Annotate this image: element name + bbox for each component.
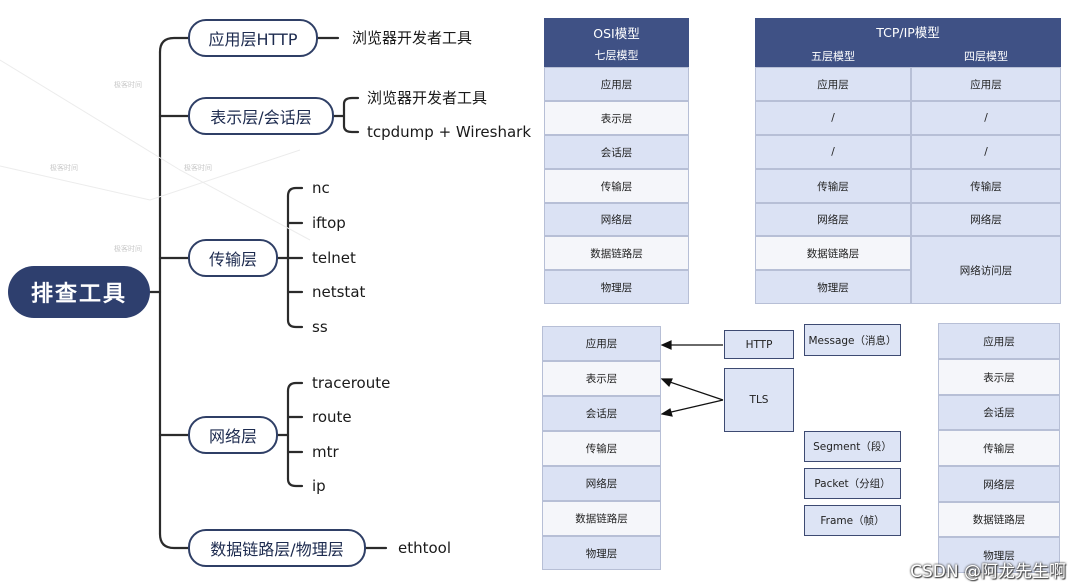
osi-row: 应用层 — [544, 67, 689, 101]
tcpip-five-row: 物理层 — [755, 270, 911, 304]
tool-browser-devtools: 浏览器开发者工具 — [352, 29, 473, 47]
tcpip-col1-header: 五层模型 — [755, 45, 911, 67]
tool-tcpdump-wireshark: tcpdump + Wireshark — [367, 123, 532, 141]
osi-title: OSI模型 — [593, 25, 640, 41]
osi-header: OSI模型 七层模型 — [544, 18, 689, 67]
map-right-layer: 传输层 — [938, 430, 1060, 466]
tcpip-four-row: 网络访问层 — [911, 236, 1061, 304]
csdn-credit: CSDN @阿龙先生啊 — [910, 562, 1066, 582]
osi-row: 数据链路层 — [544, 236, 689, 270]
frame-box: Frame（帧） — [804, 505, 901, 536]
map-right-layer: 网络层 — [938, 466, 1060, 502]
map-right-layer: 物理层 — [938, 537, 1060, 573]
map-left-layer: 会话层 — [542, 396, 661, 431]
osi-subtitle: 七层模型 — [594, 48, 639, 62]
tcpip-five-row: 数据链路层 — [755, 236, 911, 270]
map-left-layer: 传输层 — [542, 431, 661, 466]
branch-presentation-session: 表示层/会话层 — [188, 97, 334, 135]
tool-ethtool: ethtool — [398, 539, 452, 557]
tool-netstat: netstat — [312, 283, 366, 301]
map-left-layer: 应用层 — [542, 326, 661, 361]
mindmap-root: 排查工具 — [8, 266, 150, 318]
tcpip-five-row: / — [755, 135, 911, 169]
tcpip-col2-header: 四层模型 — [911, 45, 1061, 67]
tls-box: TLS — [724, 368, 794, 432]
watermark: 极客时间 — [114, 245, 142, 253]
branch-transport: 传输层 — [188, 239, 278, 277]
tcpip-four-row: 应用层 — [911, 67, 1061, 101]
watermark: 极客时间 — [114, 81, 142, 89]
osi-row: 网络层 — [544, 203, 689, 236]
tcpip-five-row: 传输层 — [755, 169, 911, 203]
tcpip-four-row: / — [911, 135, 1061, 169]
branch-datalink-physical: 数据链路层/物理层 — [188, 529, 366, 567]
osi-row: 表示层 — [544, 101, 689, 135]
http-box: HTTP — [724, 330, 794, 359]
map-right-layer: 表示层 — [938, 359, 1060, 395]
tcpip-title: TCP/IP模型 — [755, 18, 1061, 45]
tool-mtr: mtr — [312, 443, 339, 461]
osi-row: 会话层 — [544, 135, 689, 169]
tool-route: route — [312, 408, 352, 426]
branch-network: 网络层 — [188, 416, 278, 454]
segment-box: Segment（段） — [804, 431, 901, 462]
map-left-layer: 表示层 — [542, 361, 661, 396]
message-box: Message（消息） — [804, 324, 901, 356]
tcpip-four-row: / — [911, 101, 1061, 135]
tool-traceroute: traceroute — [312, 374, 391, 392]
tcpip-five-row: 网络层 — [755, 203, 911, 236]
tool-ip: ip — [312, 477, 326, 495]
tool-browser-devtools: 浏览器开发者工具 — [367, 89, 488, 107]
watermark: 极客时间 — [184, 164, 212, 172]
tcpip-four-row: 网络层 — [911, 203, 1061, 236]
tool-nc: nc — [312, 179, 330, 197]
map-right-layer: 会话层 — [938, 395, 1060, 430]
map-left-layer: 物理层 — [542, 536, 661, 570]
osi-row: 传输层 — [544, 169, 689, 203]
tcpip-five-row: / — [755, 101, 911, 135]
tool-ss: ss — [312, 318, 328, 336]
tool-telnet: telnet — [312, 249, 356, 267]
map-right-layer: 应用层 — [938, 323, 1060, 359]
tool-iftop: iftop — [312, 214, 346, 232]
packet-box: Packet（分组） — [804, 468, 901, 499]
watermark: 极客时间 — [50, 164, 78, 172]
branch-application-http: 应用层HTTP — [188, 19, 318, 57]
map-left-layer: 数据链路层 — [542, 501, 661, 536]
tcpip-five-row: 应用层 — [755, 67, 911, 101]
map-left-layer: 网络层 — [542, 466, 661, 501]
map-right-layer: 数据链路层 — [938, 502, 1060, 537]
osi-row: 物理层 — [544, 270, 689, 304]
tcpip-four-row: 传输层 — [911, 169, 1061, 203]
